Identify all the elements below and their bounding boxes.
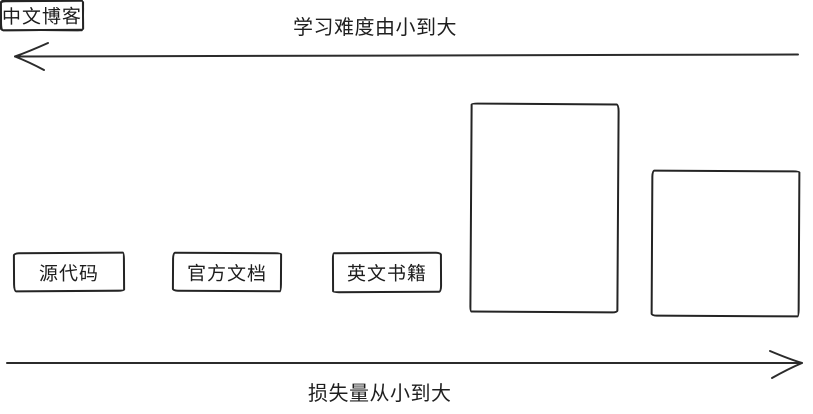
node-source-code: 源代码 — [12, 251, 126, 293]
node-chinese-blog: 中文博客 — [0, 0, 85, 32]
bottom-axis-label: 损失量从小到大 — [308, 383, 452, 405]
node-official-docs: 官方文档 — [171, 251, 283, 293]
left-arrow-icon — [14, 42, 799, 71]
group-box-english-and-chinese-books — [469, 102, 620, 314]
right-arrow-icon — [6, 350, 803, 379]
node-english-books: 英文书籍 — [331, 251, 443, 294]
group-box-chinese-tutorial-blog — [650, 169, 801, 318]
top-axis-label: 学习难度由小到大 — [293, 17, 457, 39]
